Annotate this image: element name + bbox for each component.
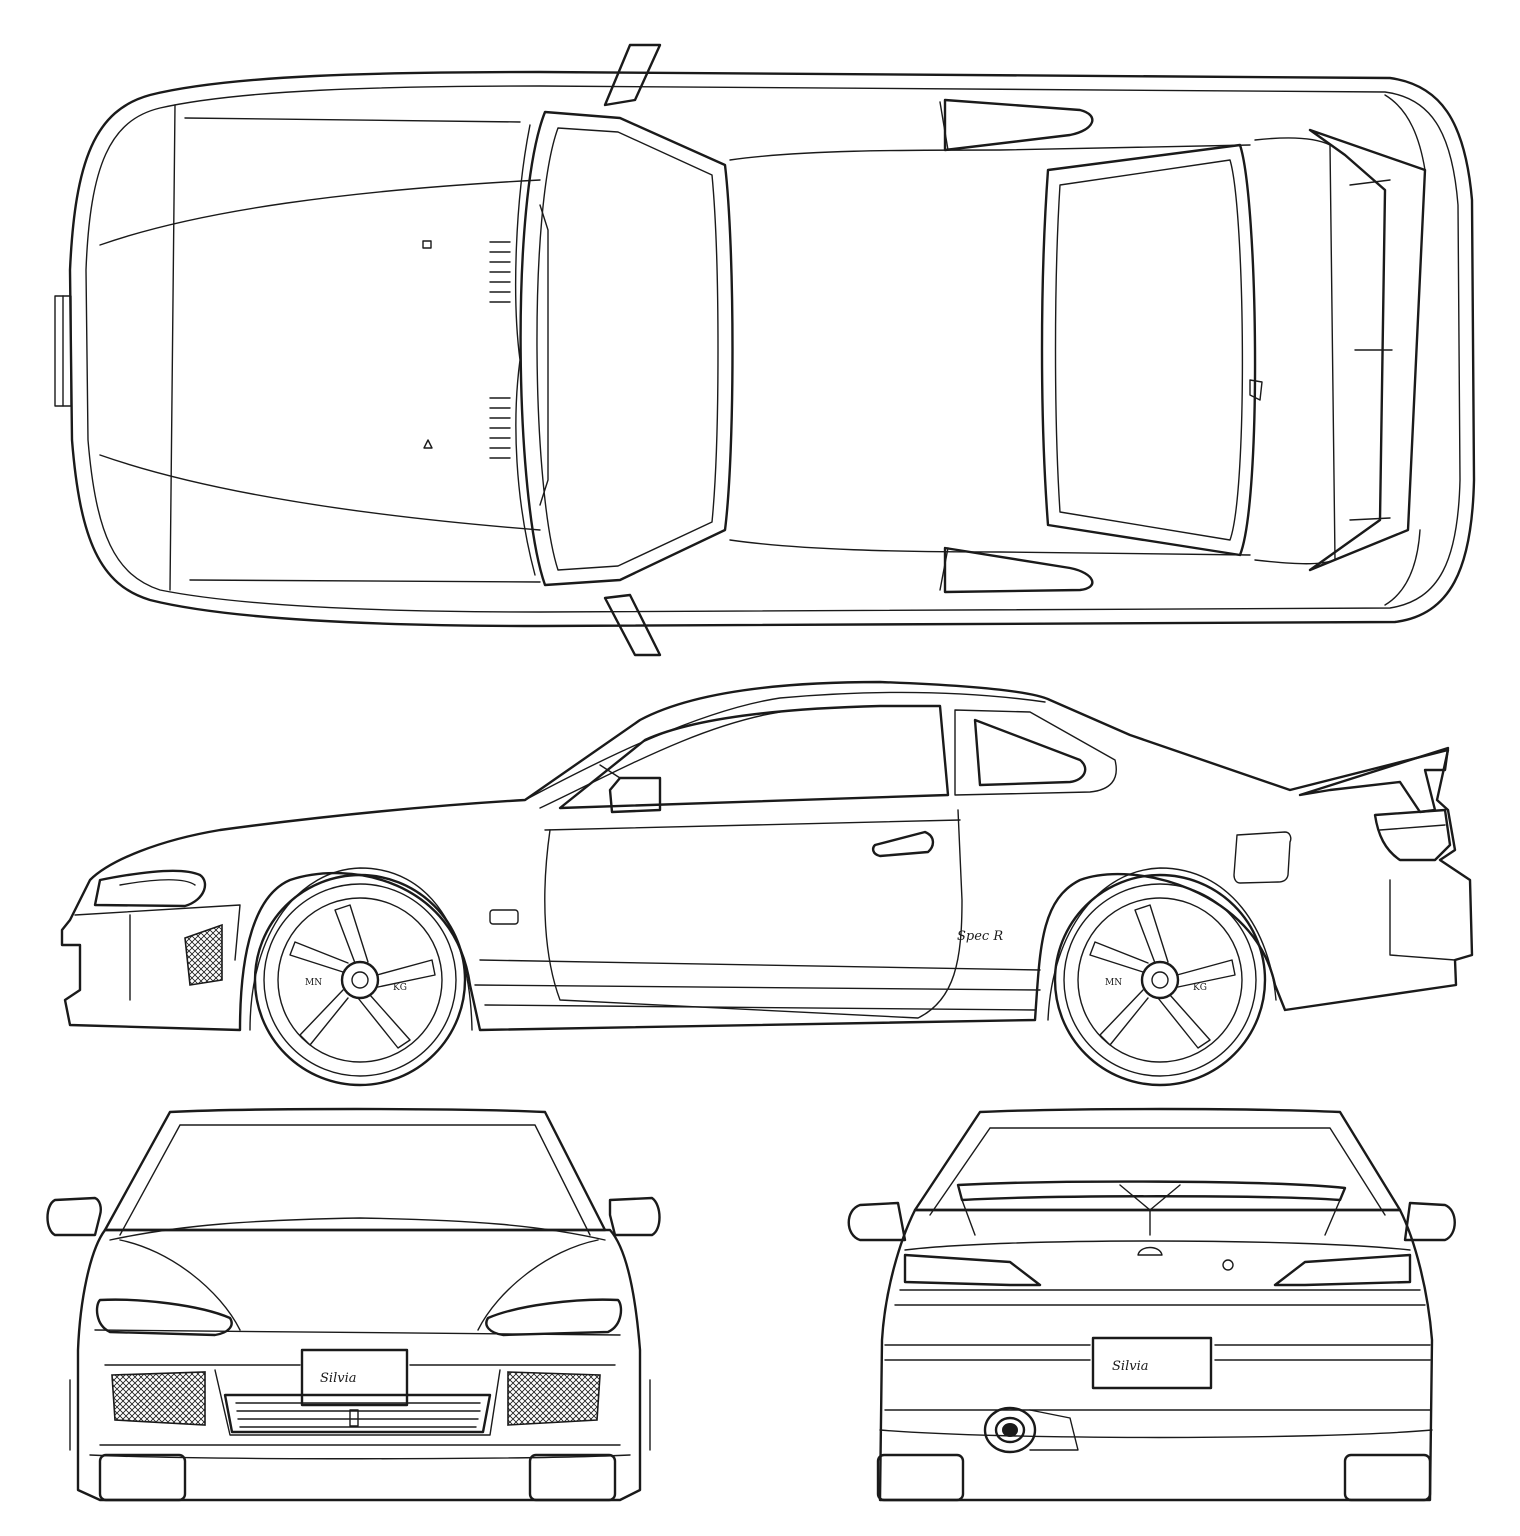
front-view: Silvia (48, 1109, 660, 1500)
front-mirror-right (610, 1198, 660, 1235)
front-headlight-left (97, 1300, 232, 1335)
side-rear-wing (1300, 748, 1448, 812)
side-door-handle (873, 832, 933, 856)
front-tire-left (100, 1455, 185, 1500)
side-rear-quarter-window (975, 720, 1085, 785)
rear-roof-outline (915, 1109, 1400, 1210)
top-mirror-left (605, 45, 660, 105)
front-headlight-right (486, 1300, 621, 1335)
front-center-grille (225, 1395, 490, 1432)
svg-text:MN: MN (1105, 978, 1122, 988)
cowl-vents (490, 242, 510, 458)
rear-badge: Silvia (1112, 1359, 1148, 1374)
rear-exhaust (985, 1408, 1078, 1452)
top-side-window-right (945, 548, 1092, 592)
side-headlight (95, 871, 205, 906)
front-body-outline (78, 1230, 640, 1500)
side-tail-light (1375, 810, 1450, 860)
rear-tire-right (1345, 1455, 1430, 1500)
side-front-intake (185, 925, 222, 985)
front-badge: Silvia (320, 1371, 356, 1386)
side-body-outline (62, 682, 1472, 1030)
front-mirror-left (48, 1198, 101, 1235)
rear-tail-light-right (1275, 1255, 1410, 1285)
side-window (560, 706, 948, 808)
rear-license-plate (1093, 1338, 1211, 1388)
rear-wing (958, 1182, 1345, 1200)
side-rear-wheel: KG MN (1055, 875, 1265, 1085)
front-license-plate (302, 1350, 407, 1405)
rear-tail-light-left (905, 1255, 1040, 1285)
front-intake-left (112, 1372, 205, 1425)
top-rear-window (1042, 145, 1255, 555)
front-intake-right (508, 1372, 600, 1425)
front-roof-outline (105, 1109, 605, 1230)
svg-text:KG: KG (1193, 983, 1207, 993)
side-emblem: Spec R (957, 929, 1003, 944)
top-mirror-right (605, 595, 660, 655)
side-view: Spec R KG (62, 682, 1472, 1085)
svg-text:MN: MN (305, 978, 322, 988)
top-rear-spoiler (1310, 130, 1425, 570)
rear-mirror-left (849, 1203, 905, 1240)
side-mirror (610, 778, 660, 812)
top-windshield (521, 112, 733, 585)
top-view (55, 45, 1474, 655)
top-body-outline (70, 72, 1474, 626)
rear-view: Silvia (849, 1109, 1455, 1500)
rear-mirror-right (1405, 1203, 1455, 1240)
rear-tire-left (878, 1455, 963, 1500)
top-side-window-left (945, 100, 1092, 150)
svg-text:KG: KG (393, 983, 407, 993)
front-tire-right (530, 1455, 615, 1500)
